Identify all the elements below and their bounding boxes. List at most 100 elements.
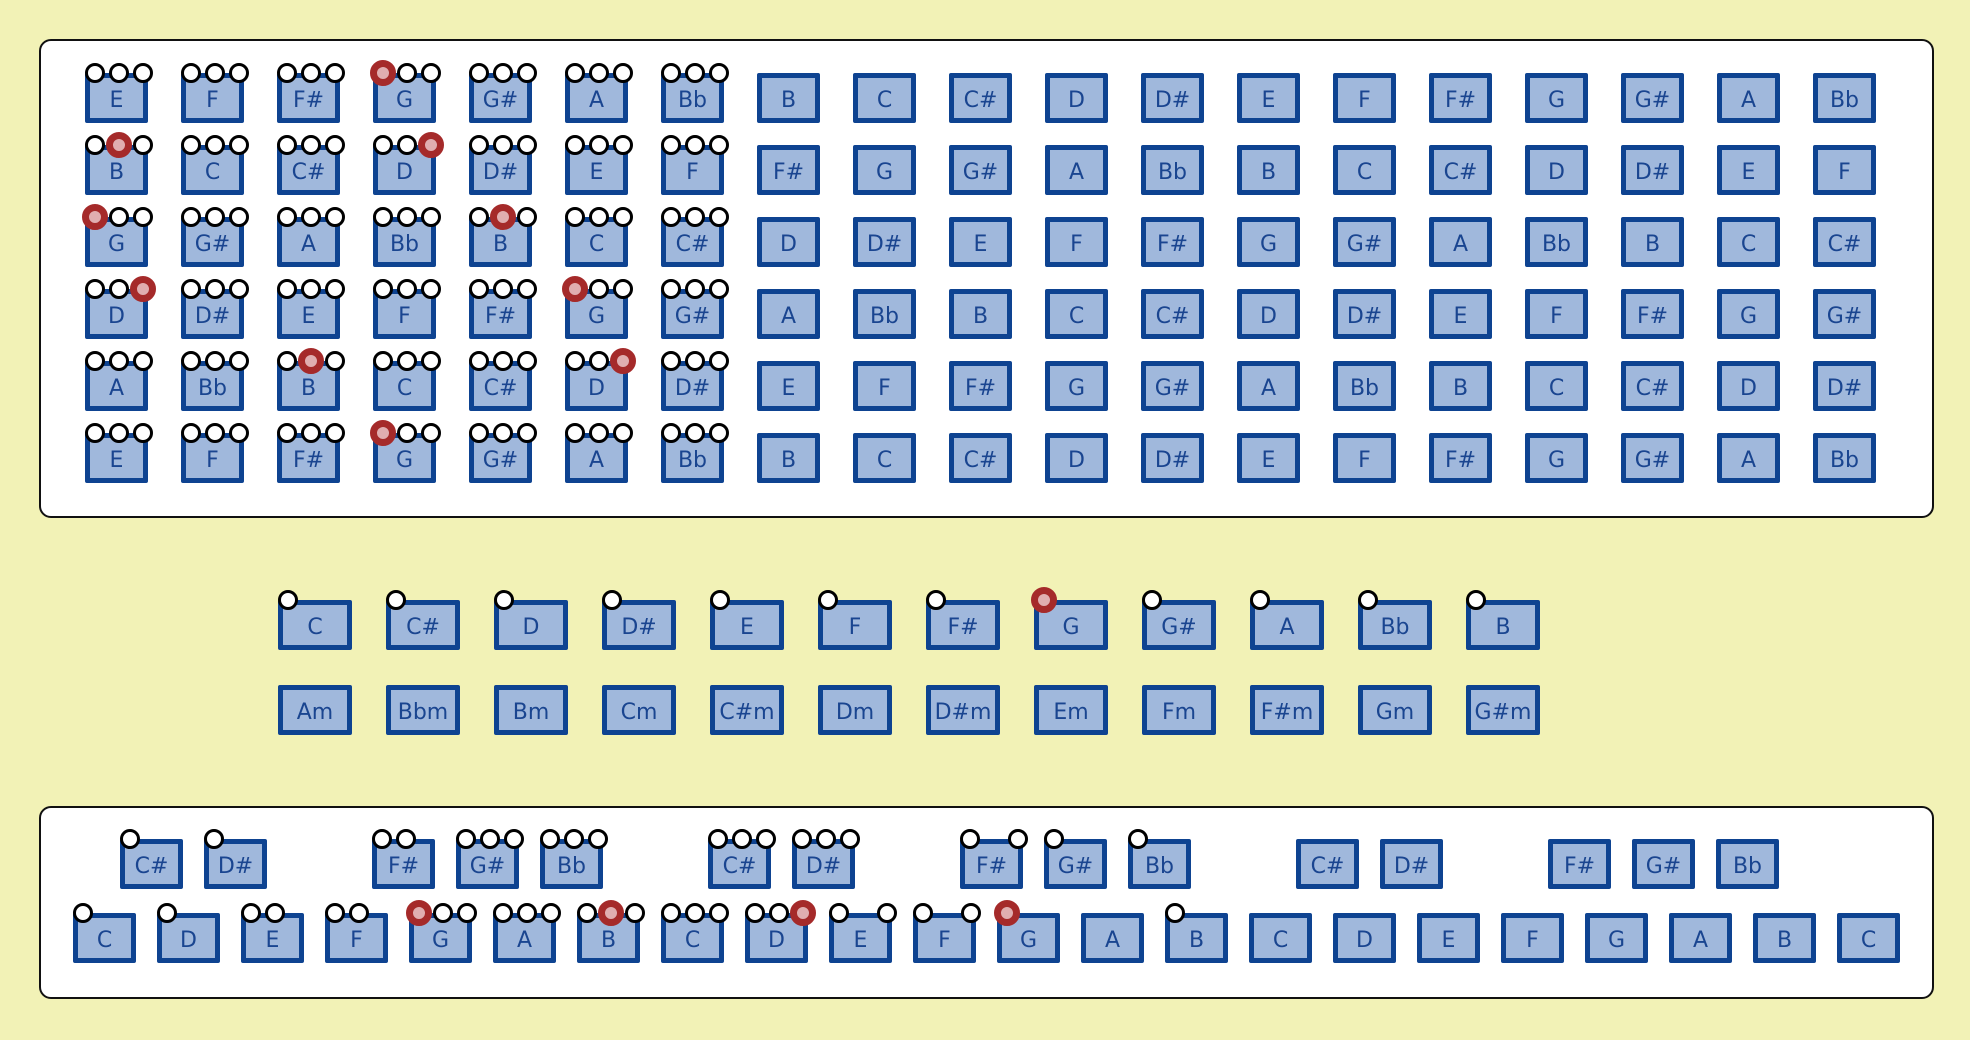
- marker-circle-icon[interactable]: [1044, 829, 1064, 849]
- marker-circle-icon[interactable]: [457, 903, 477, 923]
- fret-key[interactable]: A: [1429, 217, 1492, 267]
- fret-key[interactable]: D#: [853, 217, 916, 267]
- fret-key[interactable]: B: [1429, 361, 1492, 411]
- marker-circle-icon[interactable]: [661, 351, 681, 371]
- marker-circle-icon[interactable]: [277, 279, 297, 299]
- marker-circle-icon[interactable]: [541, 903, 561, 923]
- marker-circle-icon[interactable]: [373, 279, 393, 299]
- fret-key[interactable]: G: [1525, 433, 1588, 483]
- marker-circle-icon[interactable]: [373, 351, 393, 371]
- marker-circle-icon[interactable]: [109, 63, 129, 83]
- marker-circle-icon[interactable]: [493, 63, 513, 83]
- marker-circle-icon[interactable]: [494, 590, 514, 610]
- fret-key[interactable]: C: [853, 433, 916, 483]
- minor-key-Gm[interactable]: Gm: [1358, 685, 1432, 735]
- marker-circle-icon[interactable]: [708, 829, 728, 849]
- marker-circle-icon[interactable]: [613, 423, 633, 443]
- marker-circle-icon[interactable]: [265, 903, 285, 923]
- marker-circle-icon[interactable]: [433, 903, 453, 923]
- minor-key-D#m[interactable]: D#m: [926, 685, 1000, 735]
- marker-circle-icon[interactable]: [205, 207, 225, 227]
- fret-key[interactable]: F: [1813, 145, 1876, 195]
- fret-key[interactable]: Bb: [1813, 433, 1876, 483]
- fret-key[interactable]: F: [1045, 217, 1108, 267]
- marker-circle-icon[interactable]: [493, 903, 513, 923]
- piano-black-key[interactable]: G#: [1044, 839, 1107, 889]
- piano-white-key[interactable]: F: [1501, 913, 1564, 963]
- marker-circle-icon[interactable]: [1128, 829, 1148, 849]
- selected-marker-icon[interactable]: [418, 132, 444, 158]
- marker-circle-icon[interactable]: [709, 903, 729, 923]
- marker-circle-icon[interactable]: [565, 423, 585, 443]
- marker-circle-icon[interactable]: [710, 590, 730, 610]
- marker-circle-icon[interactable]: [661, 903, 681, 923]
- marker-circle-icon[interactable]: [325, 135, 345, 155]
- fret-key[interactable]: C: [1717, 217, 1780, 267]
- marker-circle-icon[interactable]: [625, 903, 645, 923]
- marker-circle-icon[interactable]: [517, 423, 537, 443]
- marker-circle-icon[interactable]: [685, 279, 705, 299]
- minor-key-Cm[interactable]: Cm: [602, 685, 676, 735]
- marker-circle-icon[interactable]: [133, 351, 153, 371]
- marker-circle-icon[interactable]: [589, 423, 609, 443]
- piano-black-key[interactable]: D#: [204, 839, 267, 889]
- piano-black-key[interactable]: Bb: [1716, 839, 1779, 889]
- marker-circle-icon[interactable]: [229, 279, 249, 299]
- marker-circle-icon[interactable]: [85, 423, 105, 443]
- marker-circle-icon[interactable]: [613, 279, 633, 299]
- fret-key[interactable]: G#: [1141, 361, 1204, 411]
- fret-key[interactable]: C#: [949, 73, 1012, 123]
- marker-circle-icon[interactable]: [181, 351, 201, 371]
- marker-circle-icon[interactable]: [301, 207, 321, 227]
- marker-circle-icon[interactable]: [1250, 590, 1270, 610]
- marker-circle-icon[interactable]: [877, 903, 897, 923]
- marker-circle-icon[interactable]: [517, 63, 537, 83]
- marker-circle-icon[interactable]: [301, 279, 321, 299]
- fret-key[interactable]: B: [757, 73, 820, 123]
- selected-marker-icon[interactable]: [1031, 587, 1057, 613]
- marker-circle-icon[interactable]: [372, 829, 392, 849]
- piano-white-key[interactable]: D: [1333, 913, 1396, 963]
- minor-key-Bm[interactable]: Bm: [494, 685, 568, 735]
- marker-circle-icon[interactable]: [540, 829, 560, 849]
- fret-key[interactable]: B: [949, 289, 1012, 339]
- marker-circle-icon[interactable]: [181, 423, 201, 443]
- marker-circle-icon[interactable]: [469, 351, 489, 371]
- marker-circle-icon[interactable]: [709, 423, 729, 443]
- fret-key[interactable]: D: [1525, 145, 1588, 195]
- fret-key[interactable]: G#: [1621, 433, 1684, 483]
- piano-white-key[interactable]: G: [997, 913, 1060, 963]
- marker-circle-icon[interactable]: [961, 903, 981, 923]
- fret-key[interactable]: G#: [1333, 217, 1396, 267]
- fret-key[interactable]: E: [1237, 73, 1300, 123]
- piano-white-key[interactable]: C: [1249, 913, 1312, 963]
- selected-marker-icon[interactable]: [82, 204, 108, 230]
- piano-white-key[interactable]: A: [1669, 913, 1732, 963]
- marker-circle-icon[interactable]: [565, 135, 585, 155]
- marker-circle-icon[interactable]: [469, 207, 489, 227]
- marker-circle-icon[interactable]: [588, 829, 608, 849]
- fret-key[interactable]: A: [1237, 361, 1300, 411]
- fret-key[interactable]: A: [1717, 433, 1780, 483]
- marker-circle-icon[interactable]: [1142, 590, 1162, 610]
- marker-circle-icon[interactable]: [745, 903, 765, 923]
- marker-circle-icon[interactable]: [73, 903, 93, 923]
- fret-key[interactable]: G#: [1621, 73, 1684, 123]
- marker-circle-icon[interactable]: [1008, 829, 1028, 849]
- marker-circle-icon[interactable]: [229, 423, 249, 443]
- marker-circle-icon[interactable]: [493, 423, 513, 443]
- selected-marker-icon[interactable]: [406, 900, 432, 926]
- piano-white-key[interactable]: B: [1165, 913, 1228, 963]
- marker-circle-icon[interactable]: [517, 903, 537, 923]
- fret-key[interactable]: E: [757, 361, 820, 411]
- fret-key[interactable]: G: [1237, 217, 1300, 267]
- minor-key-Fm[interactable]: Fm: [1142, 685, 1216, 735]
- marker-circle-icon[interactable]: [421, 63, 441, 83]
- marker-circle-icon[interactable]: [241, 903, 261, 923]
- marker-circle-icon[interactable]: [133, 207, 153, 227]
- marker-circle-icon[interactable]: [386, 590, 406, 610]
- marker-circle-icon[interactable]: [277, 351, 297, 371]
- marker-circle-icon[interactable]: [120, 829, 140, 849]
- marker-circle-icon[interactable]: [277, 63, 297, 83]
- marker-circle-icon[interactable]: [469, 423, 489, 443]
